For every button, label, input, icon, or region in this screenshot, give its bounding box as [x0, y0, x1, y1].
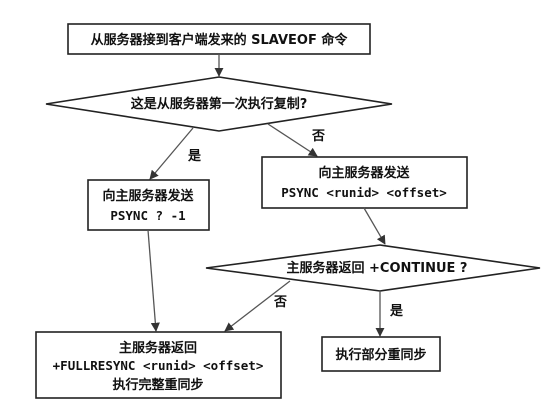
- send-partial-box: [261, 156, 468, 209]
- send-full-box: [87, 179, 210, 231]
- edge-full-to-resync: [147, 229, 160, 332]
- edge-partial-to-continue: [363, 207, 386, 245]
- label-yes-continue: 是: [389, 304, 404, 319]
- send-full-text-2: PSYNC ? -1: [110, 208, 185, 223]
- full-resync-text-1: 主服务器返回: [119, 340, 197, 356]
- send-partial-text-1: 向主服务器发送: [318, 165, 410, 181]
- label-no-continue: 否: [273, 295, 287, 310]
- first-sync-text: 这是从服务器第一次执行复制?: [131, 96, 308, 112]
- edge-first-no: [267, 123, 318, 157]
- edge-continue-no: [224, 280, 291, 332]
- partial-resync-box: [321, 336, 441, 372]
- start-text: 从服务器接到客户端发来的 SLAVEOF 命令: [91, 32, 349, 48]
- partial-resync-text: 执行部分重同步: [335, 347, 426, 363]
- send-full-text-1: 向主服务器发送: [102, 188, 194, 204]
- edge-first-yes: [149, 127, 194, 180]
- label-no-first: 否: [311, 129, 325, 144]
- continue-text: 主服务器返回 +CONTINUE ?: [287, 260, 468, 276]
- send-partial-text-2: PSYNC <runid> <offset>: [281, 185, 447, 200]
- full-resync-text-3: 执行完整重同步: [112, 377, 203, 393]
- label-yes-first: 是: [187, 149, 202, 164]
- first-sync-diamond: [45, 76, 393, 132]
- full-resync-text-2: +FULLRESYNC <runid> <offset>: [53, 358, 264, 373]
- start-box: [67, 23, 371, 55]
- full-resync-box: [35, 331, 282, 399]
